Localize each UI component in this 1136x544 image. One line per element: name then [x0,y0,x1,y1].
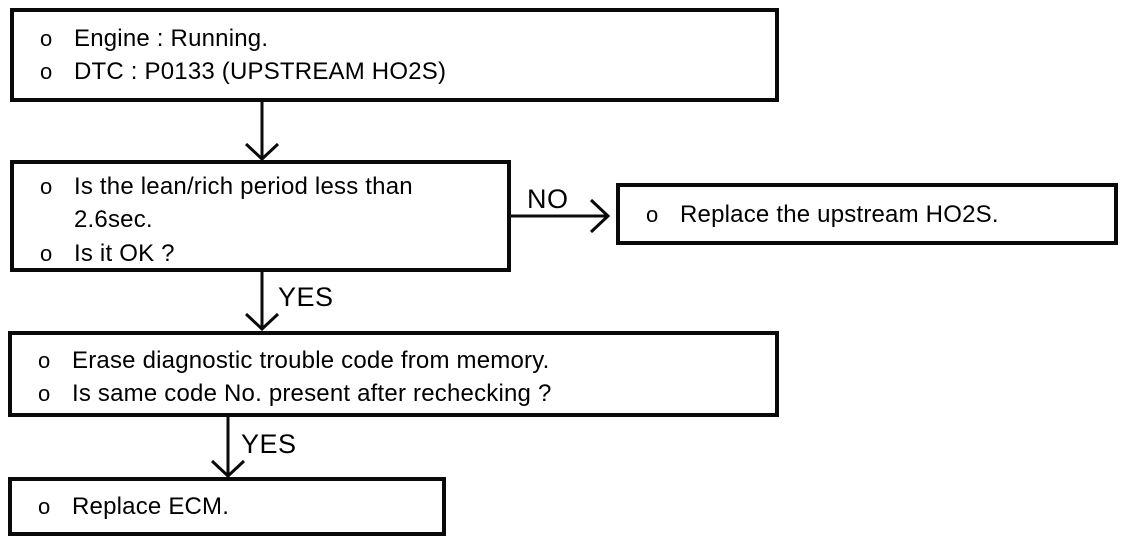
list-item: o Replace the upstream HO2S. [620,198,1114,231]
list-item: o DTC : P0133 (UPSTREAM HO2S) [14,55,775,88]
node-replace-ecm: o Replace ECM. [8,477,446,536]
node-text: Is the lean/rich period less than 2.6sec… [74,173,413,233]
arrow-down-icon [245,101,281,161]
node-start-conditions: o Engine : Running. o DTC : P0133 (UPSTR… [10,8,779,102]
node-text: Replace ECM. [72,493,230,520]
list-item: o Is it OK ? [14,237,507,270]
list-item: o Erase diagnostic trouble code from mem… [12,344,775,377]
node-text: Erase diagnostic trouble code from memor… [72,347,550,374]
bullet-marker: o [40,59,53,84]
bullet-marker: o [40,241,53,266]
bullet-marker: o [40,26,53,51]
edge-label-yes: YES [278,282,334,312]
node-lean-rich-check: o Is the lean/rich period less than 2.6s… [10,160,511,272]
node-text: DTC : P0133 (UPSTREAM HO2S) [74,58,447,85]
bullet-marker: o [38,381,51,406]
edge-label-yes: YES [241,429,297,459]
arrow-down-icon [211,416,247,478]
node-text: Is it OK ? [74,240,175,267]
node-text: Is same code No. present after recheckin… [72,380,552,407]
list-item: o Is same code No. present after recheck… [12,377,775,410]
arrow-right-icon [511,198,613,234]
node-erase-dtc: o Erase diagnostic trouble code from mem… [8,331,779,417]
list-item: o Replace ECM. [12,490,442,523]
node-text: Replace the upstream HO2S. [680,200,999,228]
list-item: o Engine : Running. [14,22,775,55]
bullet-marker: o [38,348,51,373]
list-item: o Is the lean/rich period less than 2.6s… [14,170,507,236]
bullet-marker: o [38,494,51,519]
node-replace-ho2s: o Replace the upstream HO2S. [616,183,1118,245]
arrow-down-icon [245,272,281,331]
bullet-marker: o [40,174,53,199]
edge-label-no: NO [527,184,569,214]
node-text: Engine : Running. [74,25,269,52]
bullet-marker: o [646,201,659,227]
